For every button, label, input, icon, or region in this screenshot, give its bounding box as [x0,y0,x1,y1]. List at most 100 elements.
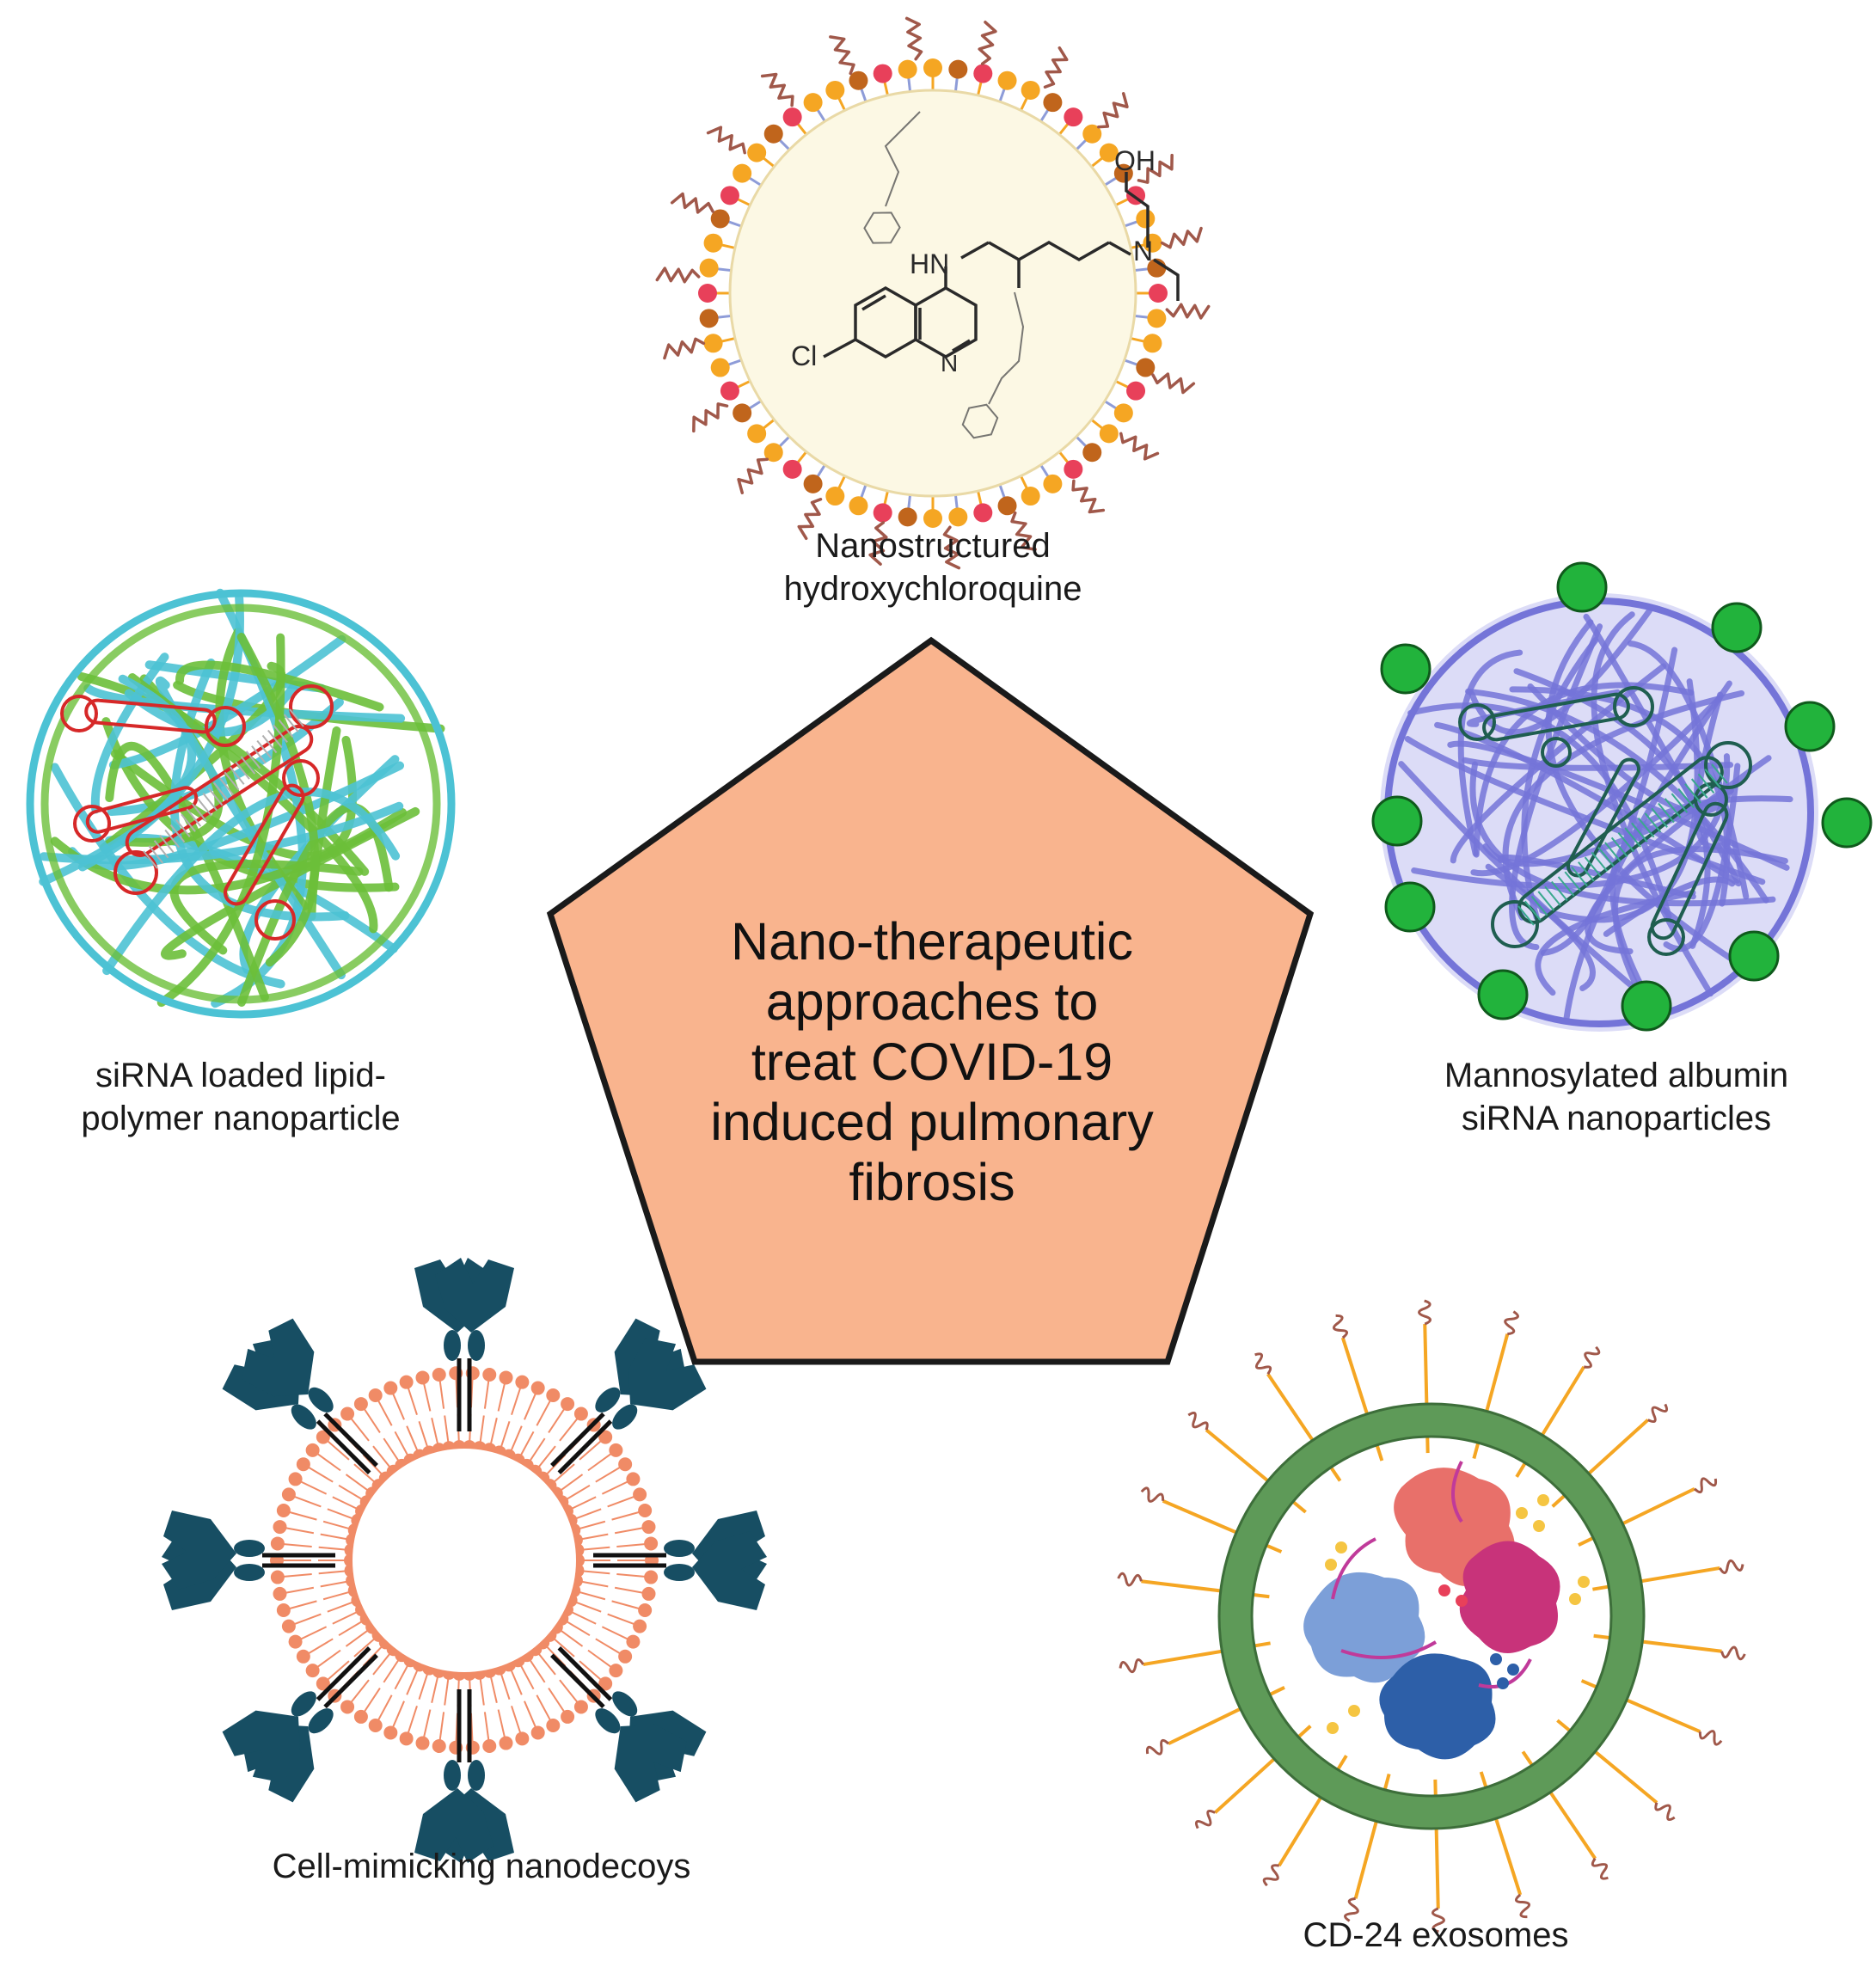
base-pair [1658,802,1675,824]
lipid-tail [316,1649,341,1669]
cd24-glycan [1119,1658,1144,1674]
base-pair [1631,822,1648,843]
receptor-hinge [234,1540,265,1557]
base-pair [213,781,229,801]
peg-chain [760,72,794,107]
lipid-head [1099,424,1119,444]
base-pair [175,818,191,837]
receptor-arm [242,1318,315,1397]
lipid-tail [406,1669,419,1695]
receptor-arm [435,1258,514,1333]
lipid-tail [444,1415,450,1443]
lipid-tail [560,1629,584,1647]
lipid-tail [611,1511,641,1521]
base-pair [169,824,186,843]
lipid-head [923,509,942,528]
albumin-sirna-base-pairs [1517,763,1728,926]
lipid-head [1149,284,1168,303]
lipid-head [825,487,845,506]
receptor-hinge [612,1404,638,1430]
cd24-glycan [1515,1893,1530,1919]
lipid-tail [601,1480,629,1495]
lipid-tail [407,1387,418,1416]
lipid-head [626,1472,641,1486]
lipid-tail [559,1417,579,1442]
lipid-tail [616,1543,647,1548]
lipid-head [1136,358,1156,377]
lipid-tail [595,1466,622,1483]
base-pair [1591,851,1609,873]
receptor [550,1646,707,1803]
lipid-tail [383,1658,400,1683]
lipid-head [747,424,767,444]
lipid-head [499,1370,513,1385]
lipid-tail [285,1586,315,1594]
lipid-head [276,1504,291,1518]
base-pair [1664,798,1682,818]
receptor-hinge [468,1760,485,1791]
base-pair [261,734,278,754]
lipid-tail [338,1620,364,1637]
lipid-tail [500,1421,511,1449]
lipid-tail [500,1672,511,1700]
base-pair [159,835,175,854]
receptor-arm [414,1788,494,1863]
albumin-coil [1465,688,1769,904]
lipid-tail [350,1679,370,1704]
base-pair [181,813,196,832]
label-line: siRNA nanoparticles [1461,1100,1772,1137]
liposome-peg-chains [655,16,1211,570]
lipid-tail [332,1610,359,1625]
peg-chain [670,192,714,214]
lipid-head [873,64,892,83]
lipid-tail [578,1590,606,1601]
lipid-tail [511,1705,522,1734]
base-pair [1704,769,1722,789]
receptor-stalk [323,1412,378,1468]
lipid-tail [318,1546,346,1551]
lipid-tail [299,1480,328,1495]
center-title-line: Nano-therapeutic [731,912,1133,971]
lipid-head [618,1457,633,1472]
receptor-hinge [308,1387,334,1413]
lipid-head [1064,107,1083,127]
exosome-cd24-spikes [1117,1299,1746,1933]
lipid-head [803,93,823,113]
lipid-tail [422,1709,432,1738]
mannose-group [1384,881,1436,933]
receptor-stalk [557,1646,613,1701]
cd24-glycan [1254,1352,1272,1376]
lipid-tail [524,1701,537,1729]
mannose-group [1371,795,1423,847]
lipid-tail [536,1399,552,1426]
lipid-tail [582,1570,610,1575]
label-decoy: Cell-mimicking nanodecoys [172,1845,791,1888]
lipid-tail [570,1496,597,1511]
albumin-sirna-hairpins [1458,686,1752,956]
cd24-glycan [1504,1310,1519,1336]
base-pair [1578,861,1595,882]
lipid-head [782,107,802,127]
mannose-group [1784,701,1836,752]
mannose-group [1728,930,1780,982]
polymer-coil [237,802,394,1007]
lipid-tail [560,1474,584,1492]
lipid-tail [391,1392,405,1420]
lipid-tail [307,1638,334,1655]
base-pair [229,766,245,785]
peg-chain [663,337,706,360]
base-pair [224,771,240,790]
lipid-head [609,1664,623,1678]
lipid-head [638,1603,653,1617]
lipid-tail [601,1626,629,1640]
lipid-tail [579,1660,603,1682]
lipid-head [733,403,752,423]
lipid-tail [377,1694,393,1722]
polymer-coil [236,633,320,967]
lipid-head [638,1504,653,1518]
base-pair [1523,900,1542,921]
molecule-ring-n-label: N [941,350,958,377]
lipid-head [415,1370,430,1385]
lipid-head [699,309,719,328]
label-line: CD-24 exosomes [1303,1916,1569,1954]
